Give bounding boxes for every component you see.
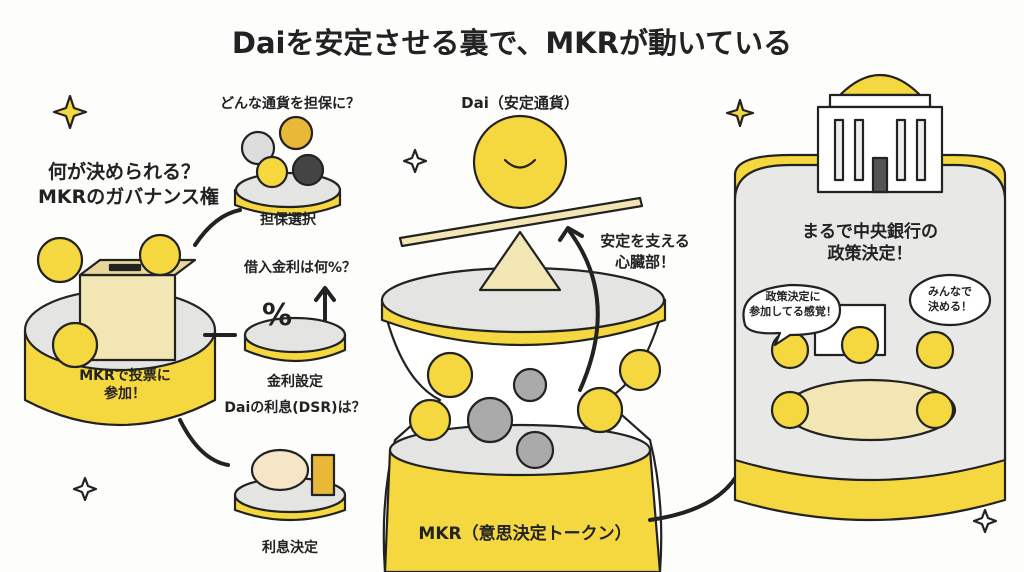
mkr-engine [380, 266, 667, 572]
central-bank-heading-line2: 政策決定！ [827, 244, 913, 264]
collateral-question: どんな通貨を担保に？ [220, 96, 360, 112]
heart-label-line1: 安定を支える [600, 232, 690, 250]
sparkle-icon [972, 508, 998, 534]
mkr-label: MKR（意思決定トークン） [418, 524, 632, 544]
speech-bubble-1-line1: 政策決定に [765, 290, 821, 303]
arrow-icon [648, 468, 742, 522]
sparkle-icon [402, 148, 428, 174]
speech-bubble-1-line2: 参加してる感覚！ [749, 305, 837, 318]
dai-coin [472, 114, 568, 210]
sparkle-icon [52, 94, 88, 130]
central-bank-heading-line1: まるで中央銀行の [802, 222, 938, 242]
percent-icon: % [262, 298, 293, 333]
sparkle-icon [725, 98, 755, 128]
sparkle-icon [72, 476, 98, 502]
dsr-question: Daiの利息(DSR)は？ [224, 400, 366, 416]
speech-bubble-2-line2: 決める！ [928, 300, 972, 313]
interest-question: 借入金利は何%？ [243, 260, 357, 276]
interest-platform [243, 286, 347, 363]
dsr-platform [233, 448, 347, 522]
balance-scale [398, 114, 644, 292]
collateral-label: 担保選択 [260, 212, 316, 228]
voting-platform [23, 233, 217, 426]
heart-label-line2: 心臓部！ [614, 253, 675, 271]
governance-heading-line2: MKRのガバナンス権 [38, 186, 219, 208]
governance-heading-line1: 何が決められる？ [48, 161, 201, 183]
dsr-label: 利息決定 [262, 540, 318, 556]
vote-label-line2: 参加！ [104, 386, 146, 402]
cycle-arrow [558, 226, 600, 392]
collateral-platform [233, 115, 342, 217]
dai-label: Dai（安定通貨） [461, 94, 579, 112]
page-title: Daiを安定させる裏で、MKRが動いている [231, 26, 793, 60]
interest-label: 金利設定 [267, 374, 323, 390]
arrow-icon [193, 208, 242, 247]
speech-bubble-2-line1: みんなで [928, 285, 972, 298]
arrow-icon [178, 418, 230, 467]
vote-label-line1: MKRで投票に [79, 368, 171, 384]
central-bank-panel [733, 74, 1007, 522]
